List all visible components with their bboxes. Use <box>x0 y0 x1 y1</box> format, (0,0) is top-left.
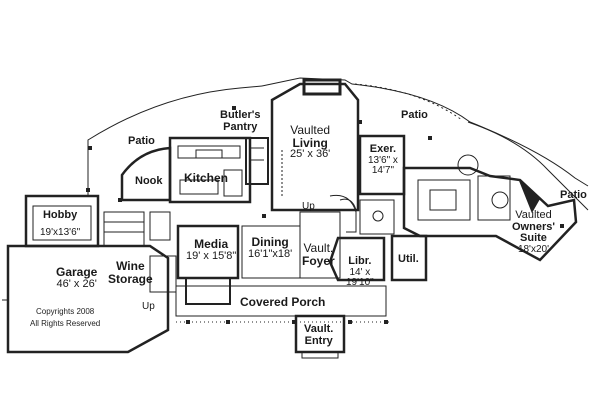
owners-suite-label: Vaulted Owners' Suite 18'x20' <box>512 209 555 255</box>
patio-outline <box>87 85 263 195</box>
patio-left-label: Patio <box>128 135 155 148</box>
butlers-pantry-title-line2: Pantry <box>223 120 258 133</box>
living-walls <box>270 82 360 212</box>
butlers-pantry-label: Butler's Pantry <box>220 109 261 133</box>
exer-title: Exer. <box>369 143 397 155</box>
library-dims-line1: 14' x <box>349 266 371 278</box>
stairs-up-living-text: Up <box>302 201 315 212</box>
util-title: Util. <box>398 253 419 265</box>
vault-entry-title-line1: Vault. <box>304 323 334 335</box>
copyright-line1: Copyrights 2008 <box>35 307 95 316</box>
owners-suite-title-line1: Vaulted <box>515 209 552 221</box>
kitchen-label: Kitchen <box>184 172 228 185</box>
hobby-title: Hobby <box>42 209 78 221</box>
butlers-pantry-title-line1: Butler's <box>220 109 261 121</box>
hobby-dims: 19'x13'6" <box>40 226 81 238</box>
dining-title: Dining <box>251 235 289 249</box>
pantry-walls <box>245 137 269 185</box>
stairs-up-garage-text: Up <box>142 301 155 312</box>
nook-walls <box>120 146 172 202</box>
copyright-notice: Copyrights 2008 All Rights Reserved <box>30 306 100 329</box>
exer-walls <box>358 134 406 196</box>
media-label: Media 19' x 15'8" <box>186 238 236 262</box>
patio-arc-right <box>467 121 589 211</box>
dining-dims: 16'1"x18' <box>248 247 293 260</box>
vault-foyer-title-line2: Foyer <box>302 253 335 268</box>
hobby-label: Hobby 19'x13'6" <box>40 209 81 238</box>
garage-label: Garage 46' x 26' <box>56 266 97 290</box>
stairs-up-living-label: Up <box>302 201 315 213</box>
vaulted-living-dims: 25' x 36' <box>290 148 331 161</box>
media-title: Media <box>194 237 229 251</box>
wine-storage-label: Wine Storage <box>108 260 153 285</box>
wine-storage-title-line2: Storage <box>108 271 153 286</box>
covered-porch-title: Covered Porch <box>240 295 326 309</box>
vault-entry-label: Vault. Entry <box>304 323 334 347</box>
covered-porch-walls <box>175 285 387 317</box>
wine-storage-title-line1: Wine <box>116 259 145 273</box>
exer-dims-line1: 13'6" x <box>368 154 398 166</box>
exer-label: Exer. 13'6" x 14'7" <box>368 143 398 177</box>
foyer-walls <box>299 211 341 279</box>
garage-dims: 46' x 26' <box>56 277 97 290</box>
kitchen-title: Kitchen <box>184 171 229 185</box>
copyright-line2: All Rights Reserved <box>30 318 101 328</box>
vault-foyer-title-line1: Vault. <box>303 241 334 255</box>
owners-suite-dims: 18'x20' <box>517 243 550 255</box>
kitchen-walls <box>168 136 252 204</box>
owners-suite-title-line2: Owners' <box>512 220 555 233</box>
library-title: Libr. <box>348 255 372 267</box>
library-label: Libr. 14' x 19'10" <box>346 255 374 289</box>
patio-center-label: Patio <box>401 109 428 122</box>
garage-walls <box>6 244 170 354</box>
stairs-up-garage-label: Up <box>142 301 155 313</box>
library-dims-line2: 19'10" <box>346 277 374 289</box>
patio-left-title: Patio <box>128 135 155 147</box>
vaulted-living-title-line2: Living <box>292 135 328 150</box>
vaulted-living-title-line1: Vaulted <box>290 123 331 137</box>
garage-title: Garage <box>56 265 98 279</box>
patio-right-title: Patio <box>560 189 587 201</box>
vault-entry-title-line2: Entry <box>304 334 333 347</box>
patio-right-label: Patio <box>560 189 587 202</box>
dining-label: Dining 16'1"x18' <box>248 236 292 260</box>
util-label: Util. <box>398 253 419 266</box>
media-dims: 19' x 15'8" <box>186 249 237 262</box>
vaulted-living-label: Vaulted Living 25' x 36' <box>290 124 330 161</box>
exer-dims-line2: 14'7" <box>371 165 395 177</box>
nook-label: Nook <box>135 175 163 188</box>
covered-porch-label: Covered Porch <box>240 296 325 309</box>
staircase <box>339 198 357 233</box>
patio-center-title: Patio <box>401 109 428 121</box>
library-walls <box>328 236 386 282</box>
suite-walls <box>402 166 578 262</box>
owners-suite-title-line3: Suite <box>520 232 547 245</box>
nook-title: Nook <box>135 175 163 187</box>
vault-foyer-label: Vault. Foyer <box>302 242 335 267</box>
util-walls <box>390 234 428 282</box>
